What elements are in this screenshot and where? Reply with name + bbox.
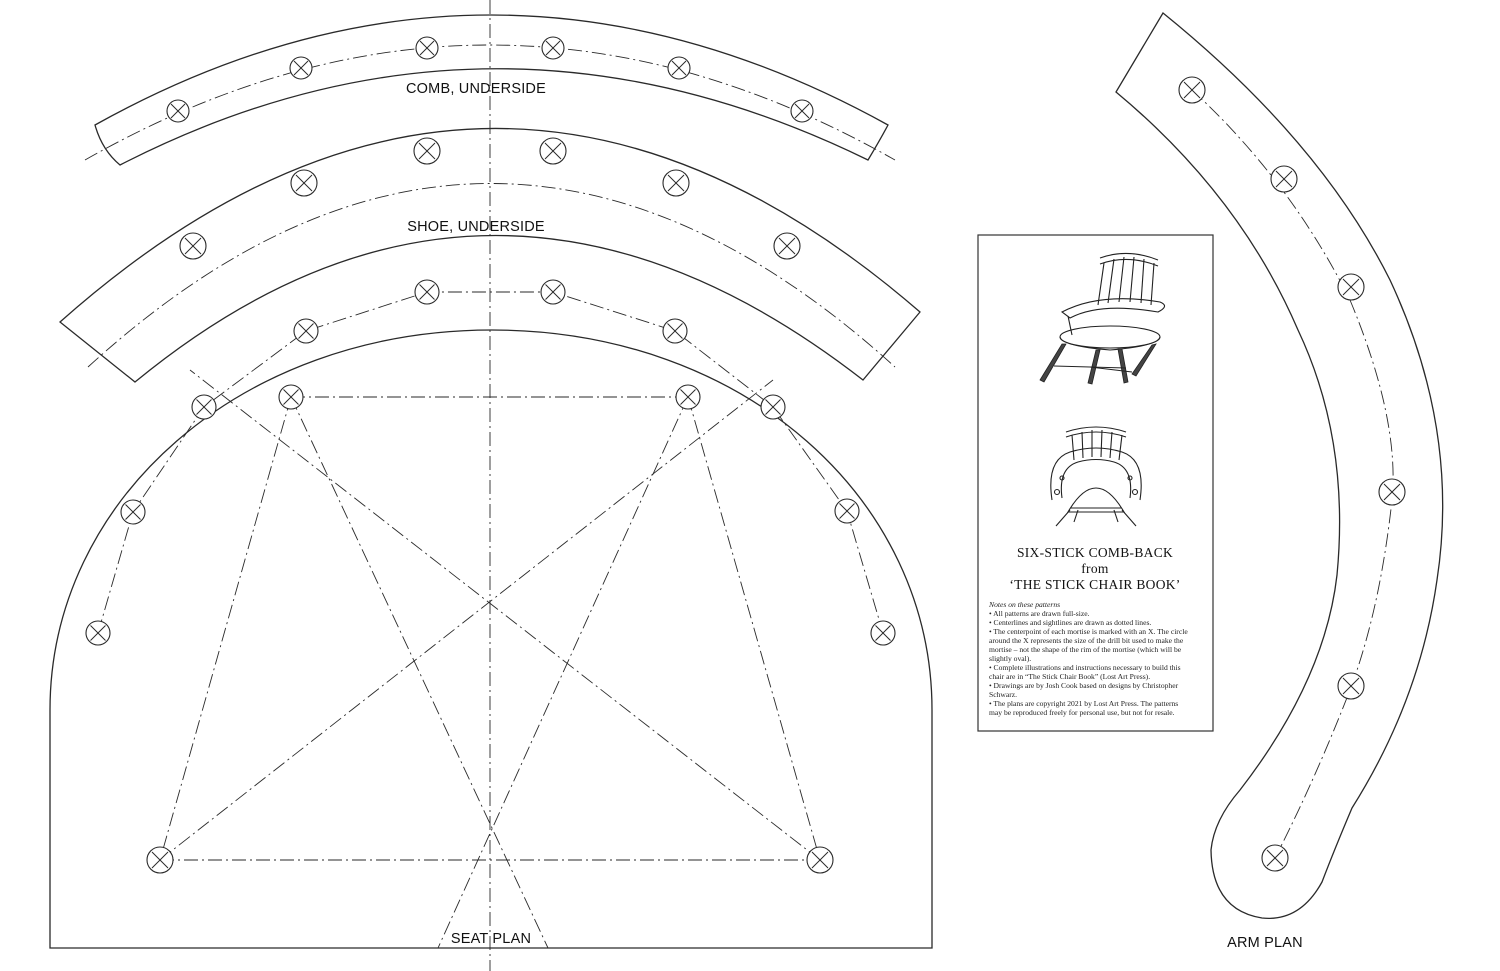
note-line: • Drawings are by Josh Cook based on des… bbox=[989, 681, 1179, 690]
arm-centerline bbox=[1191, 89, 1394, 859]
leg-sightlines bbox=[159, 369, 821, 949]
seat-pattern: SEAT PLAN bbox=[49, 279, 933, 949]
mortise-icon bbox=[541, 36, 565, 60]
seat-outline bbox=[49, 329, 933, 949]
mortise-icon bbox=[290, 169, 318, 197]
mortise-icon bbox=[179, 232, 207, 260]
mortise-icon bbox=[1178, 76, 1206, 104]
shoe-mortises bbox=[179, 137, 801, 260]
seat-stick-sightline bbox=[97, 291, 884, 634]
mortise-icon bbox=[790, 99, 814, 123]
mortise-icon bbox=[278, 384, 304, 410]
mortise-icon bbox=[540, 279, 566, 305]
shoe-pattern: SHOE, UNDERSIDE bbox=[58, 127, 921, 383]
info-card: SIX-STICK COMB-BACK from ‘THE STICK CHAI… bbox=[977, 234, 1214, 732]
note-line: • All patterns are drawn full-size. bbox=[989, 609, 1090, 618]
note-line: • The plans are copyright 2021 by Lost A… bbox=[989, 699, 1178, 708]
seat-leg-mortises bbox=[146, 384, 834, 874]
note-line: Schwarz. bbox=[989, 690, 1017, 699]
mortise-icon bbox=[760, 394, 786, 420]
mortise-icon bbox=[1337, 672, 1365, 700]
mortise-icon bbox=[289, 56, 313, 80]
arm-outline bbox=[1115, 12, 1444, 919]
note-line: chair are in “The Stick Chair Book” (Los… bbox=[989, 672, 1150, 681]
seat-stick-mortises bbox=[85, 279, 896, 646]
note-line: mortise – not the shape of the rim of th… bbox=[989, 645, 1182, 654]
seat-label: SEAT PLAN bbox=[451, 931, 531, 947]
comb-label: COMB, UNDERSIDE bbox=[406, 81, 546, 97]
note-line: may be reproduced freely for personal us… bbox=[989, 708, 1175, 717]
note-line: around the X represents the size of the … bbox=[989, 636, 1184, 645]
mortise-icon bbox=[191, 394, 217, 420]
arm-mortises bbox=[1178, 76, 1406, 872]
card-title-line1: SIX-STICK COMB-BACK bbox=[1017, 545, 1173, 560]
shoe-outline bbox=[58, 127, 921, 383]
mortise-icon bbox=[1270, 165, 1298, 193]
mortise-icon bbox=[806, 846, 834, 874]
info-card-border bbox=[977, 234, 1214, 732]
mortise-icon bbox=[539, 137, 567, 165]
mortise-icon bbox=[120, 499, 146, 525]
shoe-label: SHOE, UNDERSIDE bbox=[407, 219, 545, 235]
comb-pattern: COMB, UNDERSIDE bbox=[84, 14, 896, 166]
mortise-icon bbox=[662, 169, 690, 197]
mortise-icon bbox=[1261, 844, 1289, 872]
note-line: • Centerlines and sightlines are drawn a… bbox=[989, 618, 1151, 627]
mortise-icon bbox=[1337, 273, 1365, 301]
comb-mortises bbox=[166, 36, 814, 123]
notes-heading: Notes on these patterns bbox=[988, 600, 1060, 609]
mortise-icon bbox=[146, 846, 174, 874]
note-line: slightly oval). bbox=[989, 654, 1031, 663]
mortise-icon bbox=[1378, 478, 1406, 506]
mortise-icon bbox=[414, 279, 440, 305]
mortise-icon bbox=[667, 56, 691, 80]
arm-pattern: ARM PLAN bbox=[1115, 12, 1444, 951]
note-line: • Complete illustrations and instruction… bbox=[989, 663, 1181, 672]
shoe-sightline bbox=[87, 183, 896, 368]
mortise-icon bbox=[870, 620, 896, 646]
note-line: • The centerpoint of each mortise is mar… bbox=[989, 627, 1188, 636]
chair-plan-sketch bbox=[1050, 426, 1142, 527]
comb-outline bbox=[94, 14, 889, 166]
comb-sightline bbox=[84, 44, 896, 161]
mortise-icon bbox=[415, 36, 439, 60]
mortise-icon bbox=[413, 137, 441, 165]
card-title-line2: from bbox=[1081, 561, 1109, 576]
card-title-line3: ‘THE STICK CHAIR BOOK’ bbox=[1009, 577, 1180, 592]
mortise-icon bbox=[675, 384, 701, 410]
mortise-icon bbox=[662, 318, 688, 344]
mortise-icon bbox=[773, 232, 801, 260]
mortise-icon bbox=[85, 620, 111, 646]
mortise-icon bbox=[293, 318, 319, 344]
chair-perspective-sketch bbox=[1039, 252, 1166, 385]
mortise-icon bbox=[166, 99, 190, 123]
mortise-icon bbox=[834, 498, 860, 524]
arm-label: ARM PLAN bbox=[1227, 935, 1303, 951]
